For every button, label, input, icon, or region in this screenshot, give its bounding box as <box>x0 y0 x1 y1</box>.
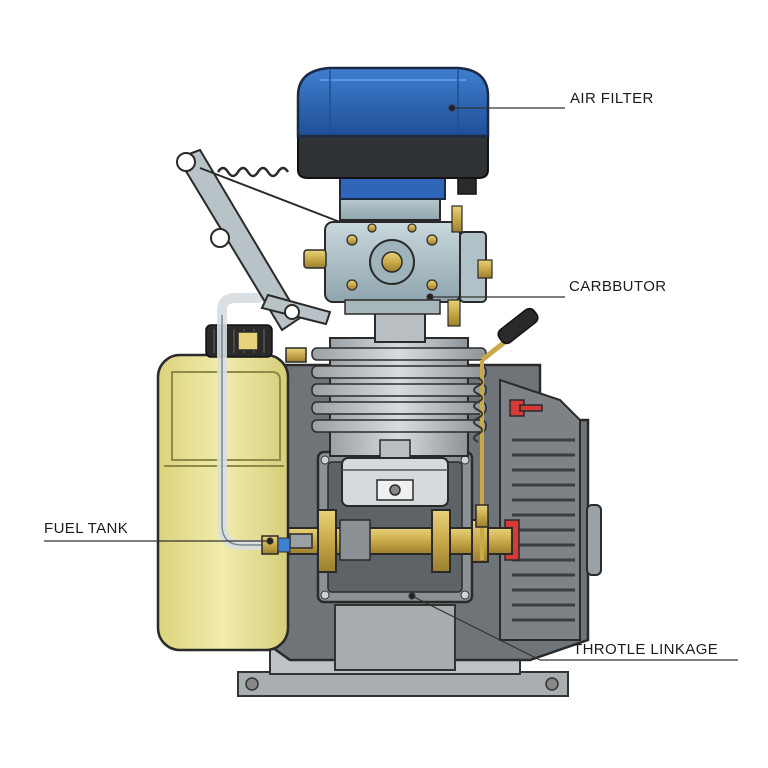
callout-carburetor: CARBBUTOR <box>569 278 667 295</box>
leader-lines <box>44 104 738 661</box>
throttle-rod <box>473 307 539 560</box>
callout-air-filter: AIR FILTER <box>570 90 654 107</box>
piston <box>341 457 449 507</box>
crankshaft <box>261 509 513 573</box>
linkage-arm <box>176 148 341 363</box>
fuel-line <box>217 293 291 555</box>
choke-lever <box>509 399 543 417</box>
air-filter <box>296 66 490 200</box>
carburetor <box>303 189 493 327</box>
cylinder <box>311 309 487 463</box>
callout-fuel-tank: FUEL TANK <box>44 520 129 537</box>
callout-throttle-linkage: THROTLE LINKAGE <box>573 641 719 658</box>
